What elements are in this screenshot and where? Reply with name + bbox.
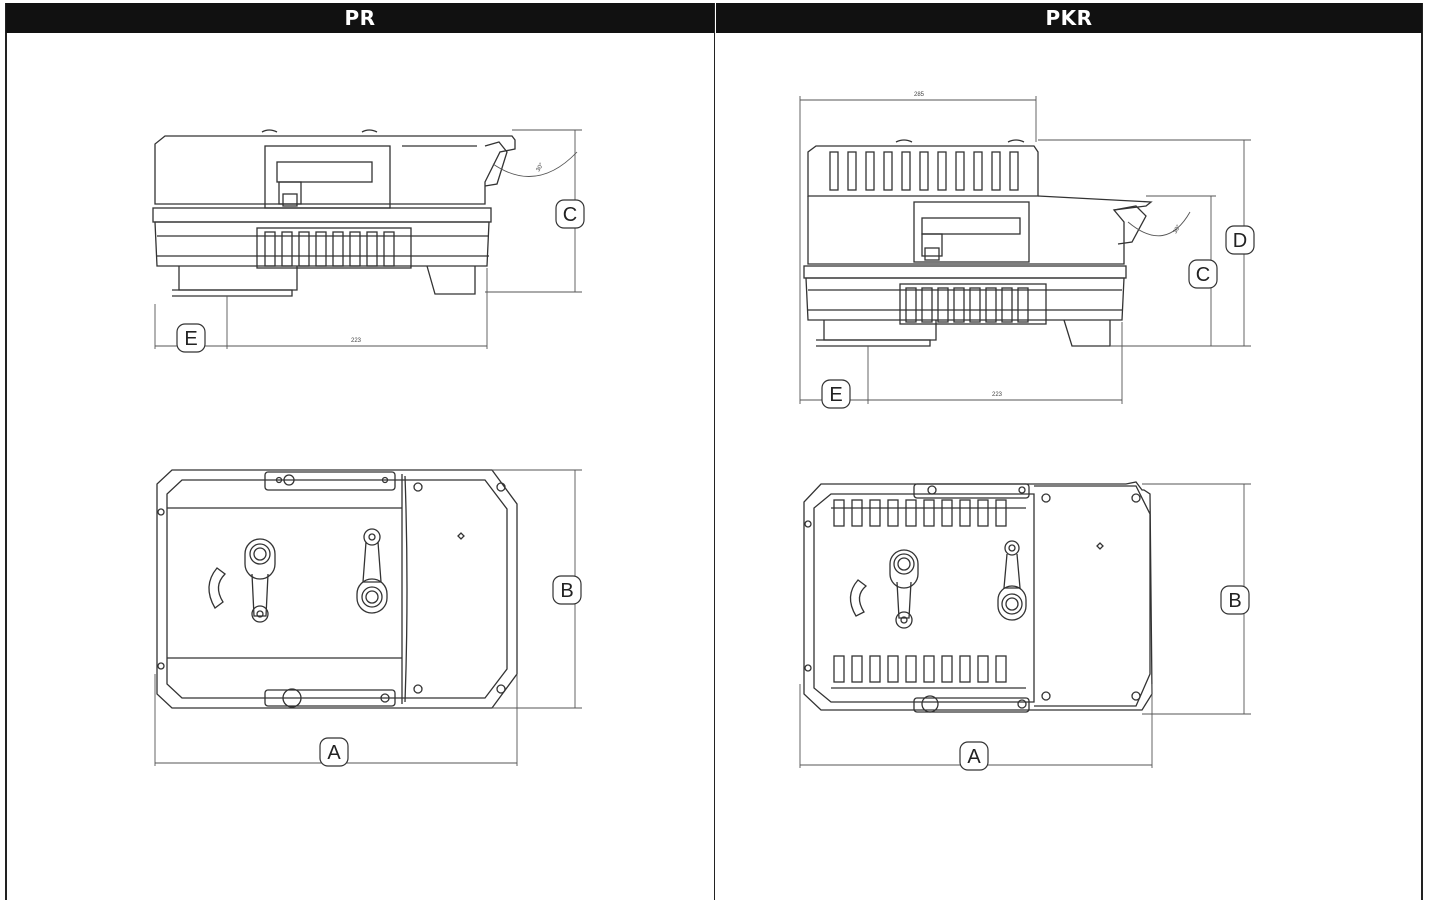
pkr-dim-top-value: 285	[914, 92, 925, 98]
header-pr-title: PR	[344, 6, 376, 30]
pkr-top-dimensions	[799, 483, 1251, 768]
header-pkr: PKR	[716, 3, 1422, 33]
pkr-drawing-panel: 285 223 30° D C E B A	[716, 34, 1422, 900]
pr-top-dimensions	[154, 469, 582, 766]
pr-drawing-panel: 223 30° C E B A	[7, 34, 714, 900]
pkr-callout-c: C	[1188, 259, 1218, 289]
pr-dim-223-value: 223	[351, 338, 362, 344]
pkr-label-c: C	[1196, 264, 1210, 286]
pkr-dim-223-value: 223	[992, 392, 1003, 398]
pr-side-dimensions	[154, 129, 582, 349]
column-divider	[714, 3, 715, 900]
pkr-label-b: B	[1228, 590, 1241, 612]
pkr-top-view	[803, 481, 1153, 713]
pr-label-c: C	[563, 204, 577, 226]
pr-drawings: 223 30° C E B A	[152, 129, 585, 767]
pr-angle-value: 30°	[536, 162, 546, 173]
pr-top-view	[156, 469, 518, 709]
pkr-label-a: A	[967, 746, 981, 768]
pr-label-b: B	[560, 580, 573, 602]
header-pkr-title: PKR	[1045, 6, 1093, 30]
pr-side-view	[152, 129, 516, 297]
pr-callout-a: A	[319, 737, 349, 767]
pkr-callout-b: B	[1220, 585, 1250, 615]
pkr-callout-d: D	[1225, 225, 1255, 255]
pkr-side-dimensions	[799, 96, 1251, 404]
pr-label-e: E	[184, 328, 197, 350]
pr-label-a: A	[327, 742, 341, 764]
pkr-side-view	[803, 139, 1153, 347]
pkr-angle-value: 30°	[1173, 224, 1183, 235]
pkr-drawings: 285 223 30° D C E B A	[799, 92, 1255, 771]
pkr-label-e: E	[829, 384, 842, 406]
pr-callout-c: C	[555, 199, 585, 229]
pkr-callout-e: E	[821, 379, 851, 409]
header-pr: PR	[6, 3, 714, 33]
pr-callout-e: E	[176, 323, 206, 353]
table-frame	[5, 3, 1423, 900]
pr-callout-b: B	[552, 575, 582, 605]
pkr-callout-a: A	[959, 741, 989, 771]
pkr-label-d: D	[1233, 230, 1247, 252]
